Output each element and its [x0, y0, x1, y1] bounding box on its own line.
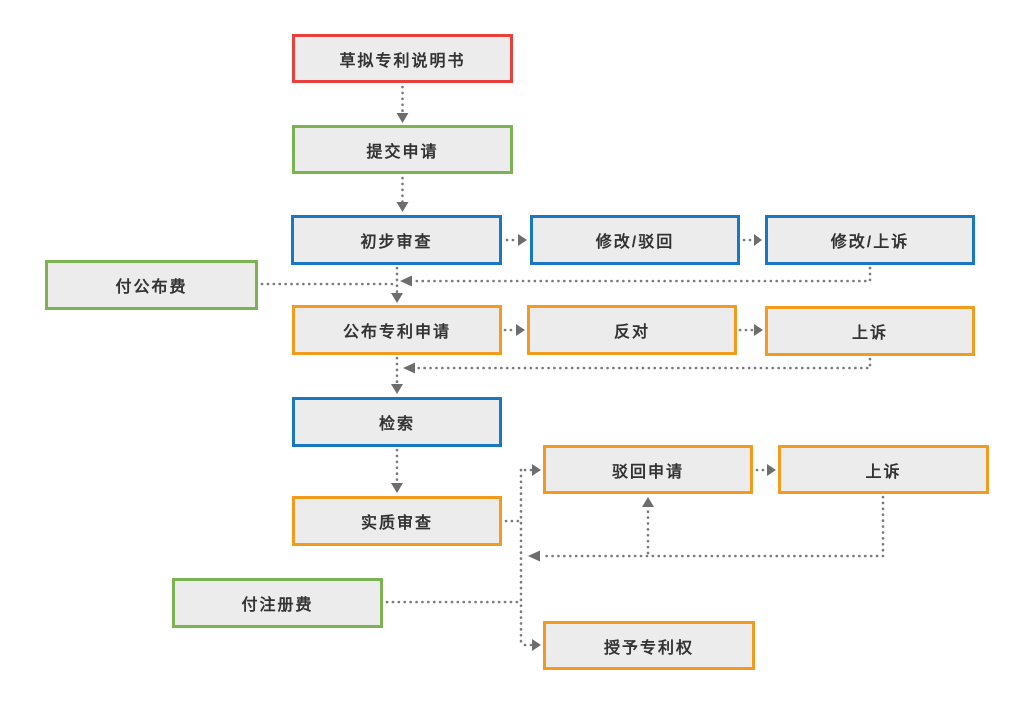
connector-amend-reject-to-amend-appeal — [742, 234, 762, 246]
connector-publish-to-opposition — [503, 324, 525, 336]
node-search: 检索 — [292, 397, 502, 447]
node-appeal-after-rejection: 上诉 — [778, 445, 989, 494]
node-reject-application: 驳回申请 — [543, 445, 753, 494]
connector-search-to-substantive — [391, 448, 403, 493]
connector-appeal2-feedback — [528, 495, 885, 562]
connector-feedback-to-reject — [642, 497, 654, 555]
connector-appeal1-feedback — [403, 357, 872, 374]
node-substantive-exam: 实质审查 — [292, 496, 502, 546]
node-opposition: 反对 — [527, 305, 737, 355]
node-amend-reject: 修改/驳回 — [530, 215, 740, 265]
node-draft-spec: 草拟专利说明书 — [292, 34, 513, 83]
node-pay-registration-fee: 付注册费 — [172, 578, 383, 628]
connector-submit-to-preliminary — [396, 176, 409, 212]
connector-draft-to-submit — [396, 85, 409, 123]
node-grant-patent: 授予专利权 — [543, 621, 755, 670]
node-appeal-after-opposition: 上诉 — [765, 306, 975, 356]
connector-amend-appeal-feedback — [400, 266, 872, 287]
node-submit-application: 提交申请 — [292, 125, 513, 174]
node-preliminary-exam: 初步审查 — [291, 215, 502, 265]
connector-opposition-to-appeal — [738, 324, 763, 336]
connector-trunk-to-grant — [523, 639, 541, 651]
connector-reject-to-appeal2 — [755, 464, 776, 476]
connector-trunk-to-reject — [523, 464, 541, 476]
node-amend-appeal: 修改/上诉 — [765, 215, 975, 265]
connector-preliminary-to-amend-reject — [505, 234, 527, 246]
node-pay-publication-fee: 付公布费 — [45, 260, 258, 310]
connector-preliminary-to-publish — [391, 266, 403, 303]
connector-publish-to-search — [391, 356, 403, 394]
node-publish-application: 公布专利申请 — [292, 305, 502, 355]
